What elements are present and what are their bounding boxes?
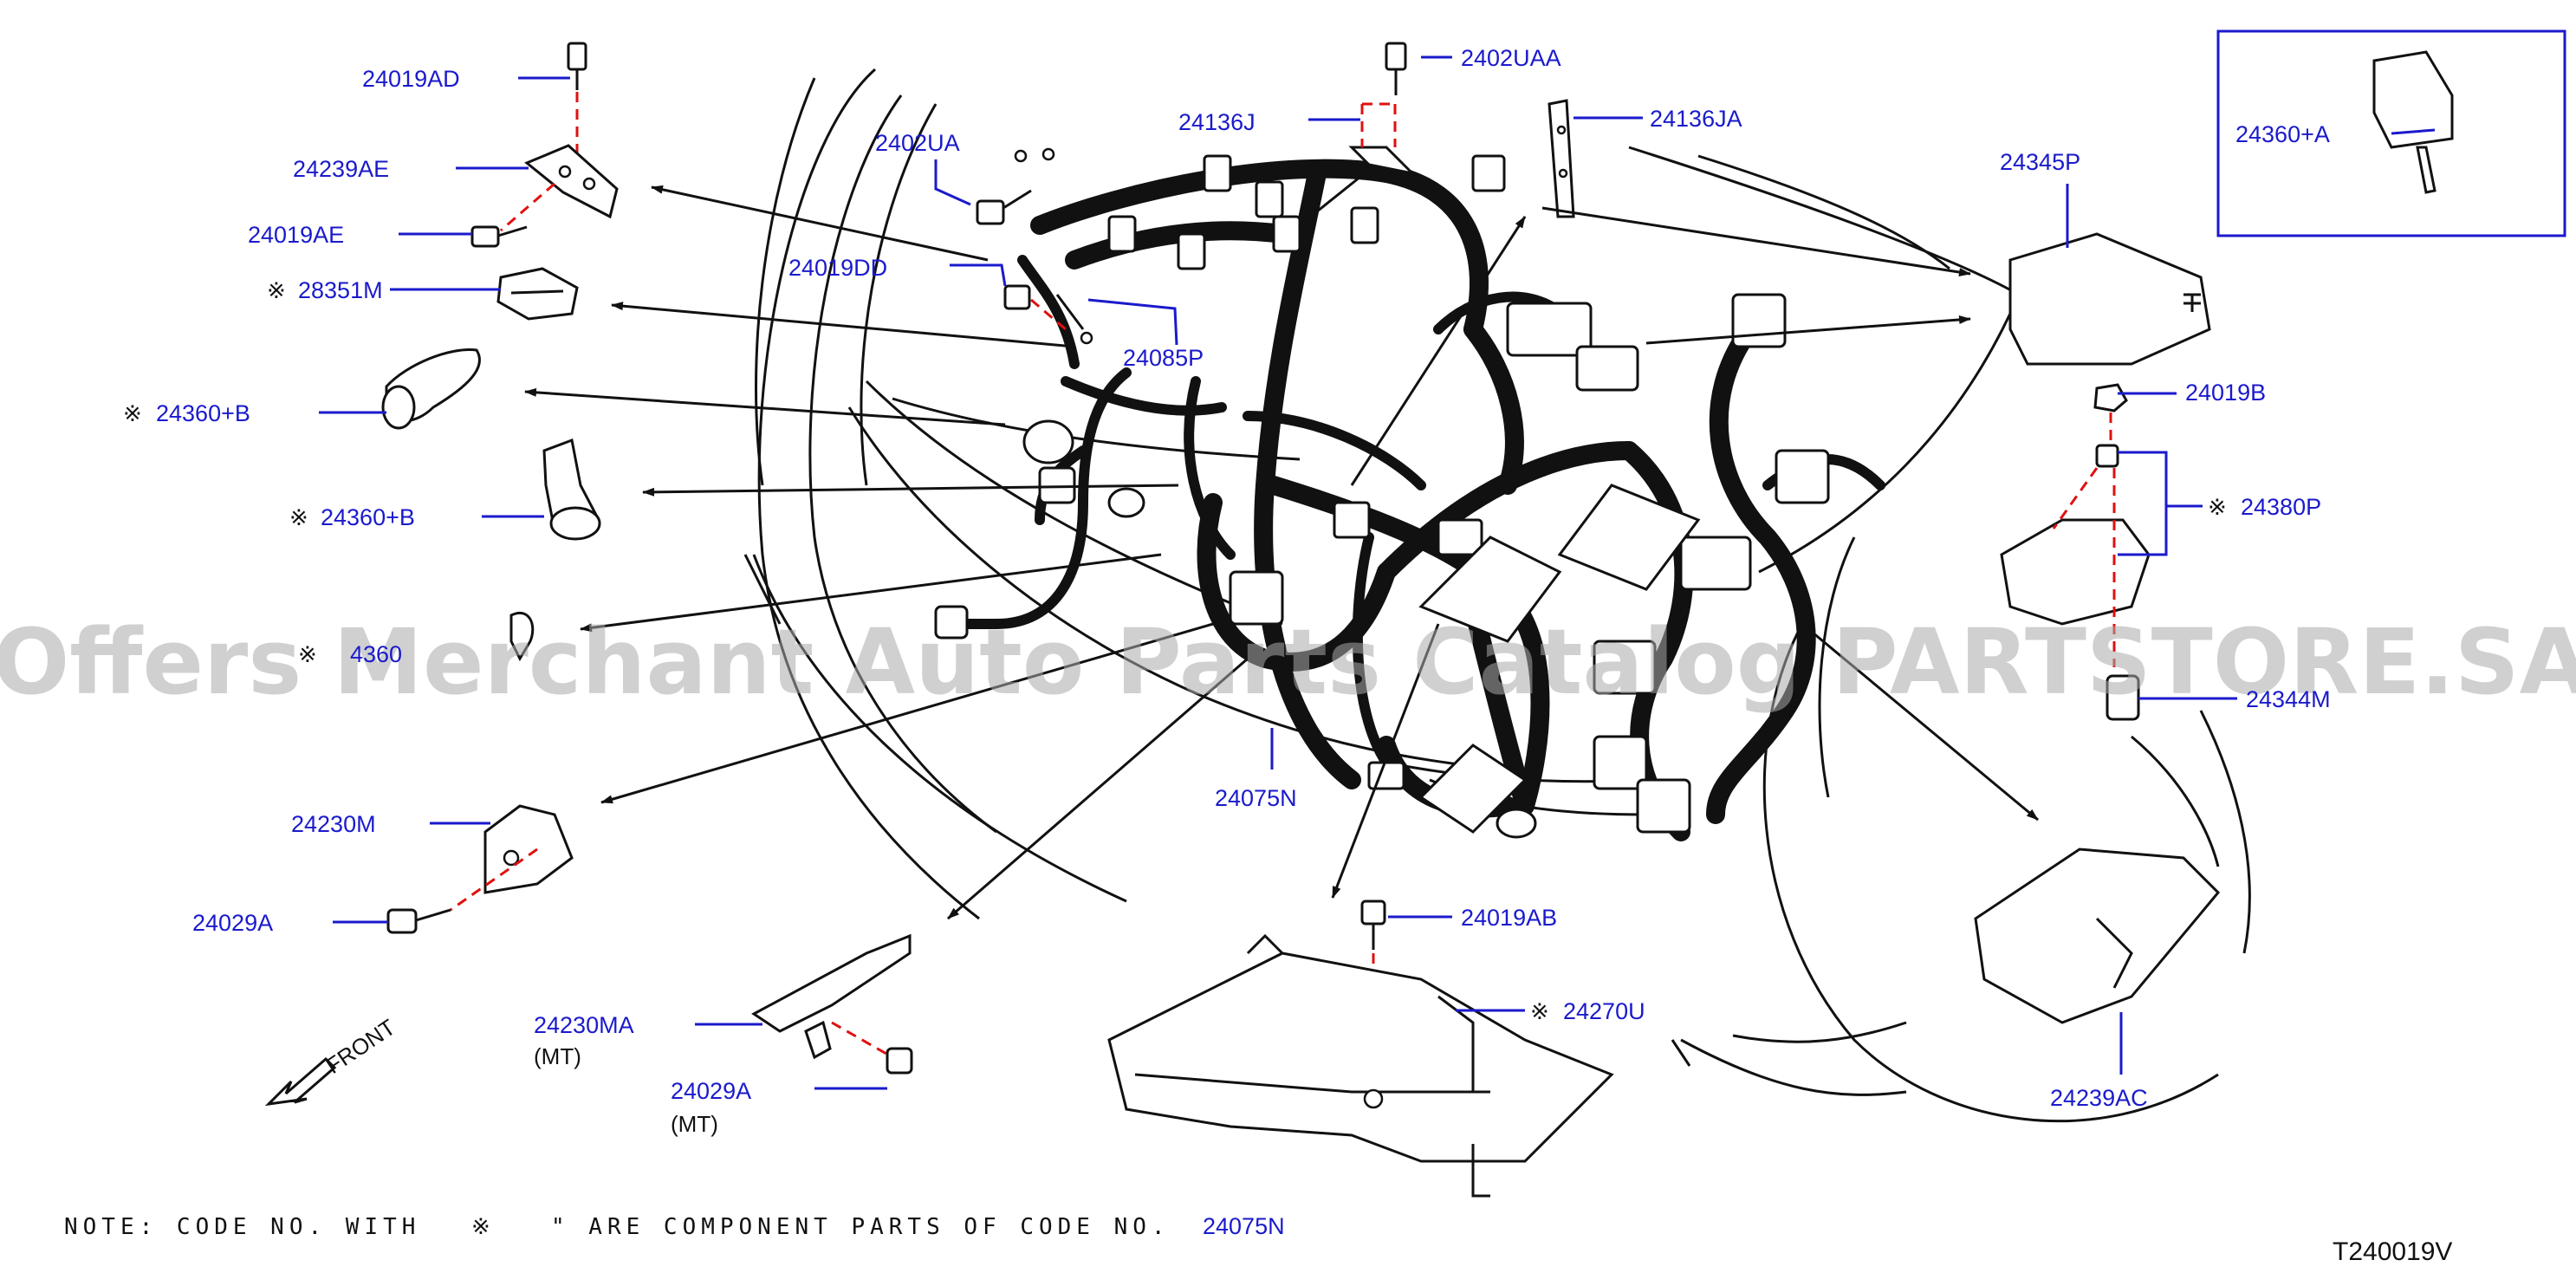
part-bolt-24029A-2 xyxy=(886,1047,913,1075)
part-cap-24360B-1 xyxy=(381,347,481,430)
part-terminal-24380P xyxy=(2000,444,2151,667)
mark-symbol: ※ xyxy=(267,277,286,303)
part-labels: 24019AD 24239AE 24019AE ※ 28351M ※ 24360… xyxy=(123,45,2331,1137)
label-24360B-2: 24360+B xyxy=(321,504,415,530)
note-line: NOTE: CODE NO. WITH ※ " ARE COMPONENT PA… xyxy=(64,1213,1285,1240)
label-24019AE: 24019AE xyxy=(248,222,344,248)
part-bolt-24029A xyxy=(386,908,451,934)
part-nut-24019B xyxy=(2093,383,2128,442)
label-24270U: 24270U xyxy=(1563,998,1645,1024)
part-bracket-24270U xyxy=(1107,933,1614,1198)
part-bolt-24019DD xyxy=(1003,284,1093,345)
mark-symbol: ※ xyxy=(1530,998,1549,1024)
note-ref-24075N: 24075N xyxy=(1203,1213,1285,1239)
label-24019B: 24019B xyxy=(2185,380,2266,406)
label-24019AB: 24019AB xyxy=(1461,905,1557,931)
arrows xyxy=(524,168,2039,920)
part-bracket-24239AE xyxy=(500,144,619,232)
label-24029A-2: 24029A xyxy=(671,1078,751,1104)
part-bracket-24136J xyxy=(1348,102,1417,176)
label-24380P: 24380P xyxy=(2241,494,2321,520)
diagram-code: T240019V xyxy=(2333,1237,2452,1266)
label-2402UAA: 2402UAA xyxy=(1461,45,1561,71)
vehicle-body-outline xyxy=(743,68,2251,1123)
part-bracket-24136JA xyxy=(1548,99,1575,218)
label-24239AC: 24239AC xyxy=(2050,1085,2148,1111)
watermark-text: Offers Merchant Auto Parts Catalog PARTS… xyxy=(0,609,2576,715)
label-24360B-1: 24360+B xyxy=(156,400,250,426)
part-bolt-24019AE xyxy=(470,225,528,248)
label-24075N: 24075N xyxy=(1215,785,1297,811)
note-prefix: NOTE: CODE NO. WITH xyxy=(64,1214,420,1240)
mark-symbol: ※ xyxy=(2208,494,2227,520)
mark-symbol: ※ xyxy=(289,504,308,530)
part-bracket-24230M xyxy=(450,804,574,912)
label-24136JA: 24136JA xyxy=(1650,106,1742,132)
part-bracket-24230MA xyxy=(751,933,912,1060)
label-24029A: 24029A xyxy=(192,910,273,936)
part-bolt-24019AD xyxy=(567,42,587,163)
label-24136J: 24136J xyxy=(1178,109,1256,135)
label-24230M: 24230M xyxy=(291,811,376,837)
part-clip-24360-partial xyxy=(509,611,535,662)
label-28351M: 28351M xyxy=(298,277,383,303)
front-direction-indicator: FRONT xyxy=(264,1014,400,1107)
label-24239AE: 24239AE xyxy=(293,156,389,182)
leader-lines xyxy=(319,55,2436,1090)
mark-symbol: ※ xyxy=(298,641,317,667)
label-24230MA: 24230MA xyxy=(534,1012,634,1038)
label-24344M: 24344M xyxy=(2246,686,2331,712)
label-2402UA: 2402UA xyxy=(875,130,960,156)
label-24019AD: 24019AD xyxy=(362,66,460,92)
front-label: FRONT xyxy=(321,1014,400,1079)
label-mt-qualifier: (MT) xyxy=(671,1111,718,1137)
part-connector-28351M xyxy=(496,267,579,321)
mark-symbol: ※ xyxy=(123,400,142,426)
label-24085P: 24085P xyxy=(1123,345,1204,371)
label-mt-qualifier: (MT) xyxy=(534,1043,581,1069)
part-cover-24239AC xyxy=(1974,848,2221,1024)
note-symbol: ※ xyxy=(471,1213,490,1239)
part-cap-24360B-2 xyxy=(542,438,601,541)
part-cover-24345P xyxy=(2008,232,2211,366)
part-bolt-2402UA xyxy=(976,147,1055,225)
label-24360-partial: 4360 xyxy=(350,641,402,667)
part-bolt-2402UAA xyxy=(1385,42,1407,95)
label-24360A: 24360+A xyxy=(2235,121,2330,147)
note-suffix: " ARE COMPONENT PARTS OF CODE NO. xyxy=(551,1214,1171,1240)
label-24345P: 24345P xyxy=(2000,149,2080,175)
main-wiring-harness xyxy=(934,154,1885,841)
label-24019DD: 24019DD xyxy=(788,255,887,281)
